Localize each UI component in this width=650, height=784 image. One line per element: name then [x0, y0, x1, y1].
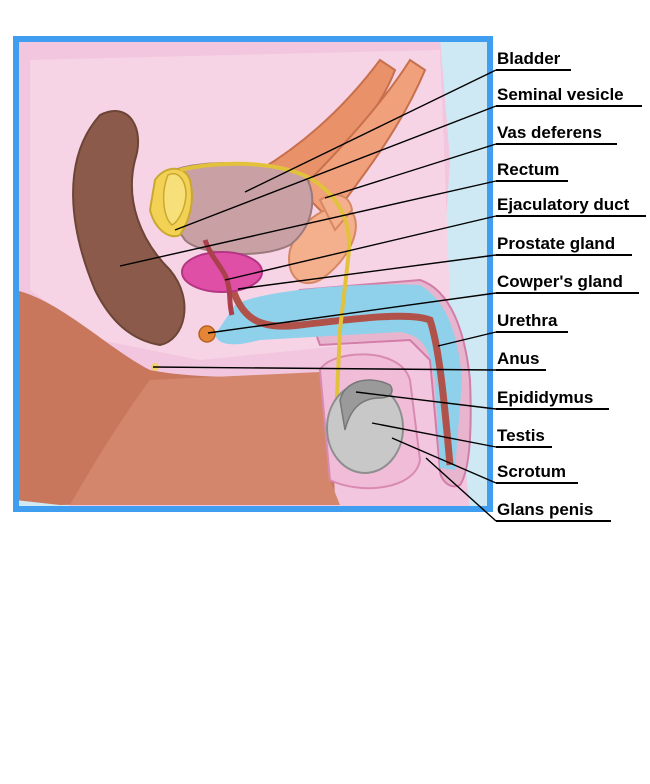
label-vas-deferens: Vas deferens	[497, 123, 602, 142]
label-ejaculatory-duct: Ejaculatory duct	[497, 195, 630, 214]
label-seminal-vesicle: Seminal vesicle	[497, 85, 624, 104]
leader-ejaculatory-duct	[224, 215, 497, 281]
label-glans-penis: Glans penis	[497, 500, 593, 519]
label-prostate-gland: Prostate gland	[497, 234, 615, 253]
label-urethra: Urethra	[497, 311, 558, 330]
leader-vas-deferens	[324, 143, 497, 199]
leader-testis	[371, 422, 497, 448]
cowpers-gland-shape	[198, 325, 216, 343]
urethra-duct	[226, 279, 454, 466]
label-bladder: Bladder	[497, 49, 561, 68]
label-anus: Anus	[497, 349, 540, 368]
leader-anus	[152, 366, 497, 371]
leader-seminal-vesicle	[174, 105, 497, 231]
leader-rectum	[119, 180, 497, 267]
ejaculatory-duct-shape	[202, 239, 235, 316]
leader-prostate-gland	[237, 254, 497, 290]
leader-scrotum	[391, 437, 497, 484]
background-sky	[440, 38, 490, 510]
illustration	[15, 38, 490, 510]
leader-epididymus	[355, 391, 497, 410]
leader-cowpers-gland	[207, 292, 497, 334]
label-scrotum: Scrotum	[497, 462, 566, 481]
label-epididymus: Epididymus	[497, 388, 593, 407]
urethra-channel	[215, 284, 462, 470]
illustration-frame	[13, 36, 493, 512]
label-cowpers-gland: Cowper's gland	[497, 272, 623, 291]
leader-bladder	[244, 69, 497, 193]
epididymus-shape	[339, 379, 393, 431]
leader-glans-penis	[425, 457, 497, 522]
pubic-bone-upper	[318, 193, 354, 232]
rectum-shape	[72, 110, 186, 347]
vas-deferens-tube	[179, 161, 352, 441]
label-rectum: Rectum	[497, 160, 559, 179]
leader-lines	[119, 69, 497, 522]
muscle-band-2	[298, 58, 427, 222]
labels: Bladder Seminal vesicle Vas deferens Rec…	[496, 49, 646, 522]
leader-urethra	[437, 331, 497, 347]
seminal-vesicle-inner	[162, 173, 187, 226]
skin-region-lower	[70, 372, 340, 505]
label-testis: Testis	[497, 426, 545, 445]
